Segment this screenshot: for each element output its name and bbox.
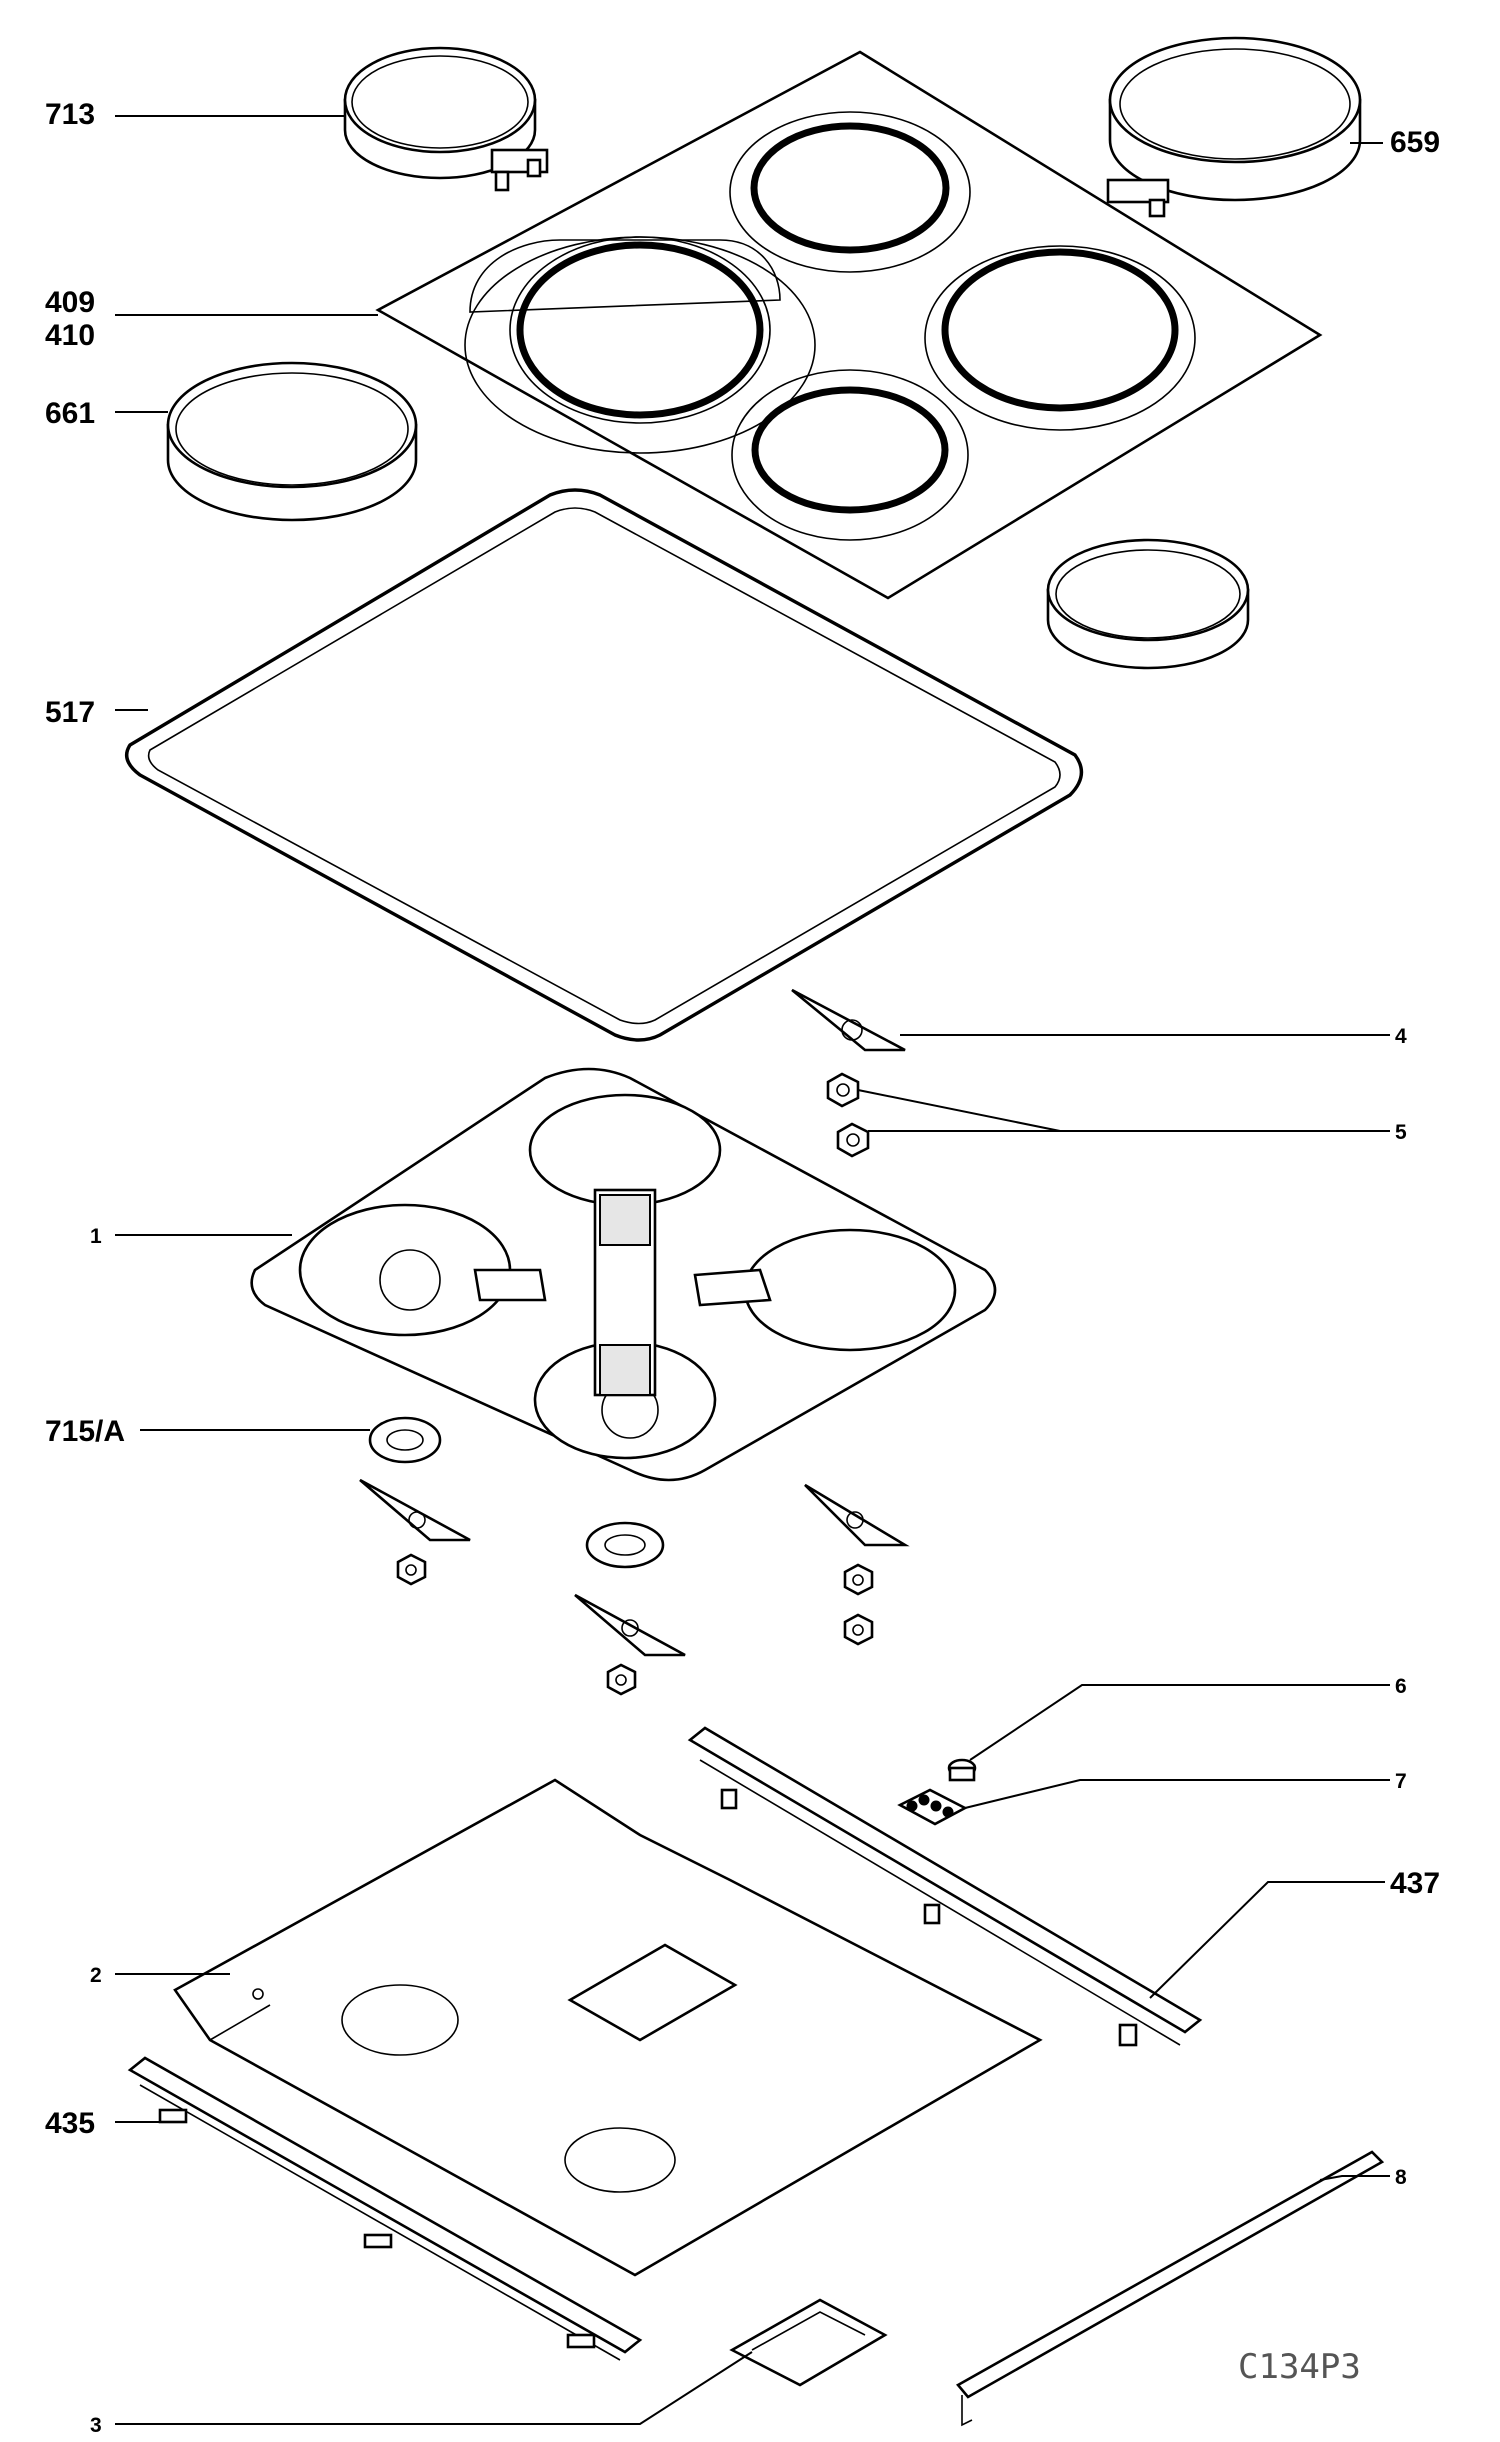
nut-center (606, 1663, 637, 1696)
callout-5: 5 (1395, 1121, 1407, 1144)
hotplate-713 (343, 46, 549, 192)
clip-center (585, 1521, 665, 1569)
hotplate-659 (1106, 36, 1362, 218)
callout-4: 4 (1395, 1025, 1407, 1048)
bracket-3 (729, 2298, 888, 2387)
knob-6 (947, 1758, 977, 1782)
strip-8 (956, 2150, 1385, 2427)
callout-8: 8 (1395, 2166, 1407, 2189)
callout-661: 661 (45, 397, 95, 430)
callout-3: 3 (90, 2414, 102, 2437)
hotplate-661 (166, 361, 418, 522)
callout-437: 437 (1390, 1867, 1440, 1900)
support-frame-1 (250, 1067, 997, 1482)
bracket-left (359, 1478, 471, 1542)
seal-517 (125, 488, 1084, 1042)
callout-659: 659 (1390, 126, 1440, 159)
hob-top-409-410 (375, 50, 1323, 600)
drawing-code: C134P3 (1238, 2347, 1361, 2387)
callout-409: 409 (45, 286, 95, 319)
callout-6: 6 (1395, 1675, 1407, 1698)
leader-lines (115, 115, 1390, 2425)
leader-6 (969, 1684, 1390, 1761)
leader-5a (857, 1089, 1061, 1132)
clip-715a (368, 1416, 442, 1464)
callout-410: 410 (45, 319, 95, 352)
terminal-block-7 (897, 1788, 968, 1826)
callout-713: 713 (45, 98, 95, 131)
leader-8 (1319, 2175, 1390, 2181)
nut-left (396, 1553, 427, 1586)
leader-437 (1149, 1881, 1385, 1999)
bracket-right (804, 1483, 910, 1547)
nut-right-2 (843, 1613, 874, 1646)
callout-7: 7 (1395, 1770, 1407, 1793)
rail-437 (687, 1726, 1203, 2047)
callout-435: 435 (45, 2107, 95, 2140)
nut-right-1 (843, 1563, 874, 1596)
callout-715a: 715/A (45, 1415, 125, 1448)
callout-517: 517 (45, 696, 95, 729)
leader-3 (115, 2351, 753, 2425)
callout-2: 2 (90, 1964, 102, 1987)
base-plate-2 (173, 1778, 1043, 2277)
bracket-center (574, 1593, 686, 1657)
nuts-5 (826, 1072, 870, 1158)
rail-435 (127, 2056, 643, 2361)
callout-1: 1 (90, 1225, 102, 1248)
leader-7 (964, 1779, 1390, 1809)
hotplate-small-right (1046, 538, 1250, 670)
bracket-4 (791, 988, 906, 1052)
